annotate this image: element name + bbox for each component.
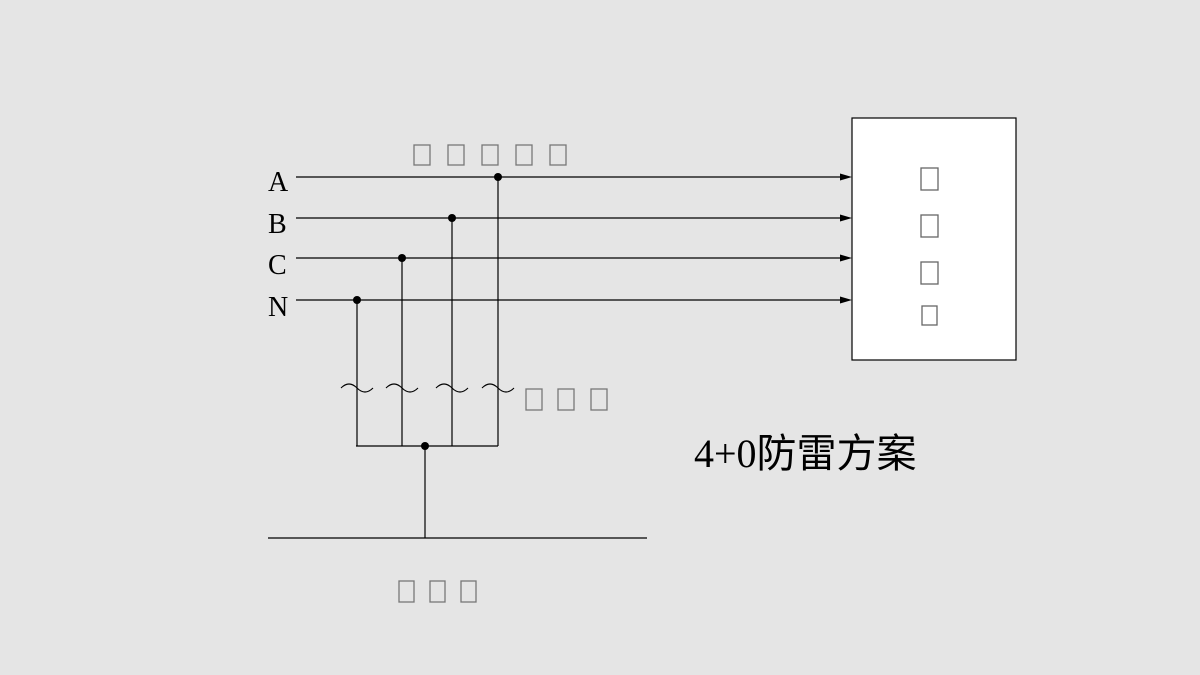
junction-c: [398, 254, 406, 262]
phase-label-c: C: [268, 250, 287, 281]
arrow-n: [840, 296, 852, 304]
label-glyph: [557, 388, 575, 411]
label-glyph: [549, 144, 567, 166]
power-line-label: [413, 144, 567, 166]
phase-label-a: A: [268, 167, 289, 198]
spd-label: [525, 388, 608, 411]
spd-symbol-n: [340, 383, 374, 393]
protected-equipment-box: [851, 117, 1017, 361]
label-glyph: [920, 214, 939, 238]
spd-symbol-a: [481, 383, 515, 393]
arrow-b: [840, 214, 852, 222]
label-glyph: [429, 580, 446, 603]
label-glyph: [460, 580, 477, 603]
junction-n: [353, 296, 361, 304]
label-glyph: [515, 144, 533, 166]
junction-a: [494, 173, 502, 181]
ground-label: [398, 580, 477, 603]
phase-label-b: B: [268, 209, 287, 240]
label-glyph: [447, 144, 465, 166]
junction-b: [448, 214, 456, 222]
arrow-a: [840, 173, 852, 181]
scheme-title: 4+0防雷方案: [694, 431, 917, 476]
arrow-c: [840, 254, 852, 262]
label-glyph: [920, 167, 939, 191]
label-glyph: [920, 261, 939, 285]
phase-label-n: N: [268, 292, 288, 323]
spd-symbol-c: [385, 383, 419, 393]
label-glyph: [481, 144, 499, 166]
label-glyph: [590, 388, 608, 411]
label-glyph: [398, 580, 415, 603]
equipment-label: [920, 167, 939, 326]
label-glyph: [525, 388, 543, 411]
label-glyph: [921, 305, 938, 326]
label-glyph: [413, 144, 431, 166]
spd-symbol-b: [435, 383, 469, 393]
